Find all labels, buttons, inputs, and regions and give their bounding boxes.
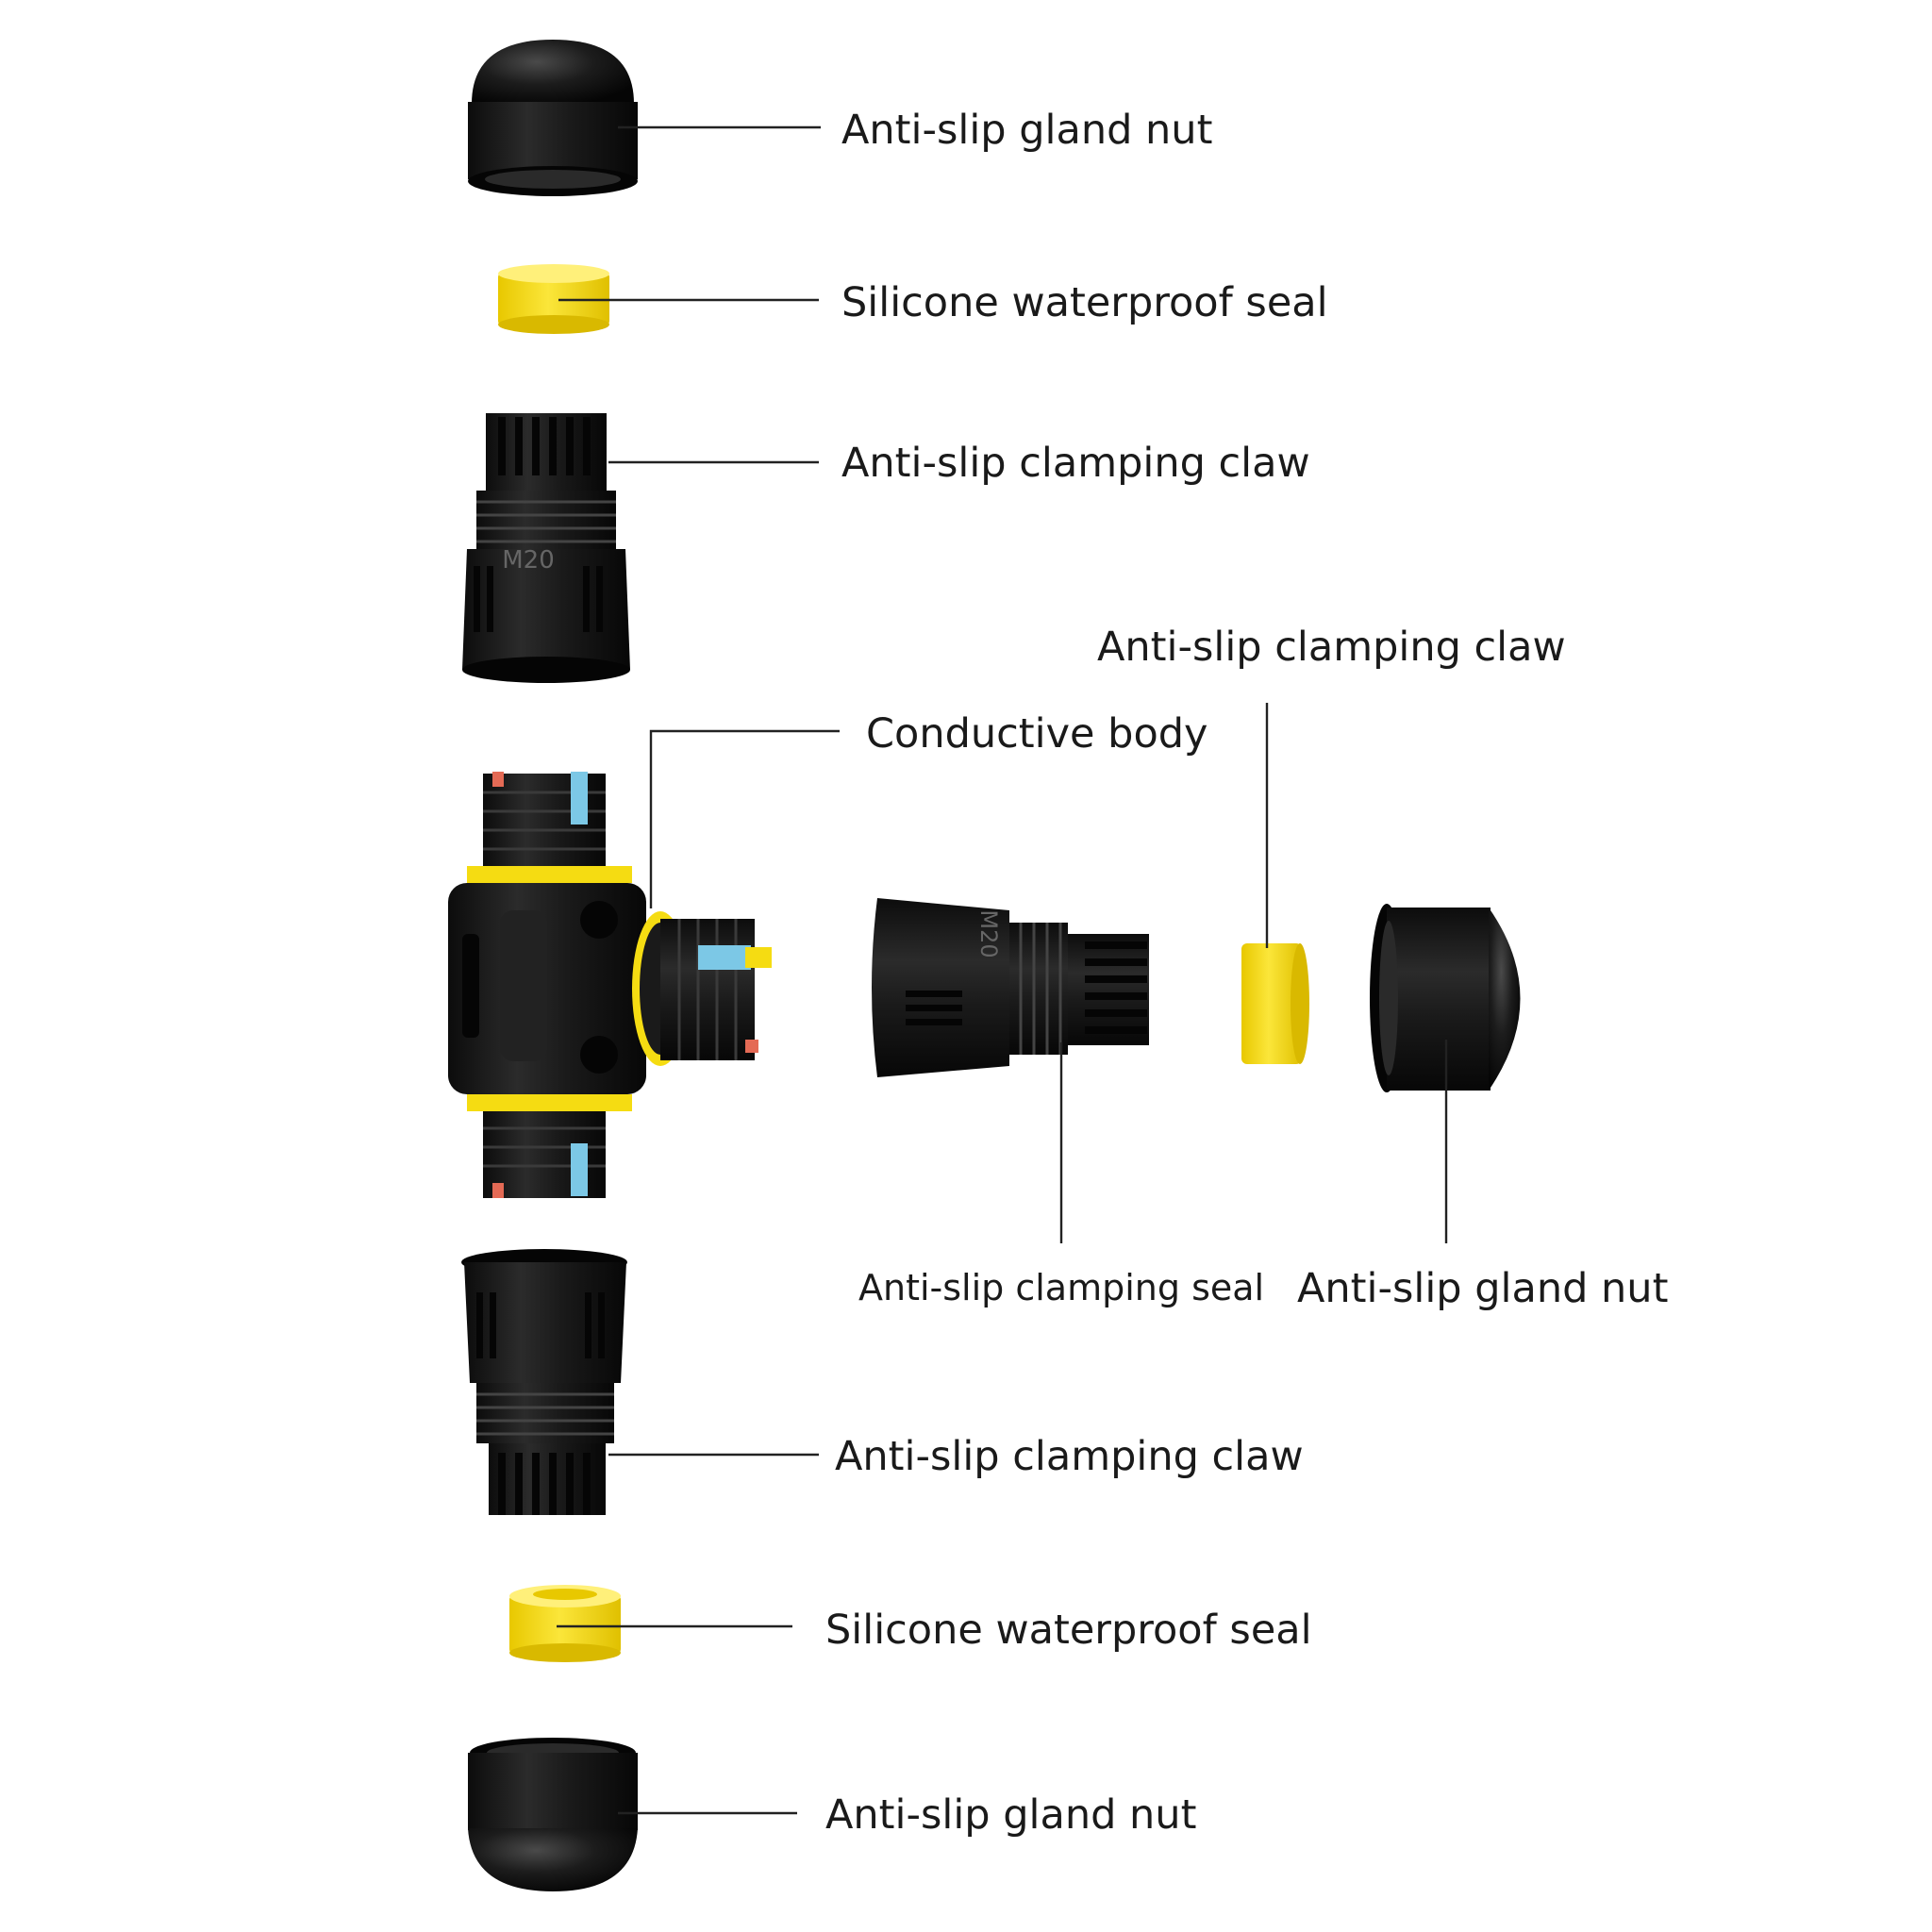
right-gland-nut-part bbox=[1370, 904, 1521, 1092]
top-gland-nut-part bbox=[468, 40, 638, 196]
leader-conductive-body bbox=[649, 729, 840, 908]
label-bottom-gland-nut: Anti-slip gland nut bbox=[825, 1791, 1196, 1839]
bottom-clamping-claw-part bbox=[461, 1249, 627, 1515]
right-claw-m20-marking: M20 bbox=[975, 909, 1002, 958]
top-claw-m20-marking: M20 bbox=[502, 546, 555, 575]
label-top-claw: Anti-slip clamping claw bbox=[841, 440, 1310, 487]
bottom-gland-nut-part bbox=[468, 1738, 638, 1891]
conductive-body-part bbox=[448, 772, 772, 1198]
right-silicone-seal-part bbox=[1241, 943, 1309, 1064]
bottom-silicone-seal-part bbox=[509, 1585, 621, 1662]
label-conductive-body: Conductive body bbox=[866, 710, 1208, 758]
label-bottom-claw: Anti-slip clamping claw bbox=[835, 1433, 1304, 1480]
right-clamping-seal-part: M20 bbox=[872, 898, 1149, 1077]
part-labels: Anti-slip gland nut Silicone waterproof … bbox=[825, 107, 1668, 1839]
label-bottom-seal: Silicone waterproof seal bbox=[825, 1607, 1312, 1654]
top-clamping-claw-part: M20 bbox=[462, 413, 630, 683]
label-top-gland-nut: Anti-slip gland nut bbox=[841, 107, 1212, 154]
top-silicone-seal-part bbox=[498, 264, 609, 334]
label-right-gland-nut: Anti-slip gland nut bbox=[1297, 1265, 1668, 1312]
label-right-claw: Anti-slip clamping claw bbox=[1097, 624, 1566, 671]
label-right-clamping-seal: Anti-slip clamping seal bbox=[858, 1267, 1264, 1308]
label-top-seal: Silicone waterproof seal bbox=[841, 279, 1328, 326]
leader-lines bbox=[557, 125, 1448, 1815]
